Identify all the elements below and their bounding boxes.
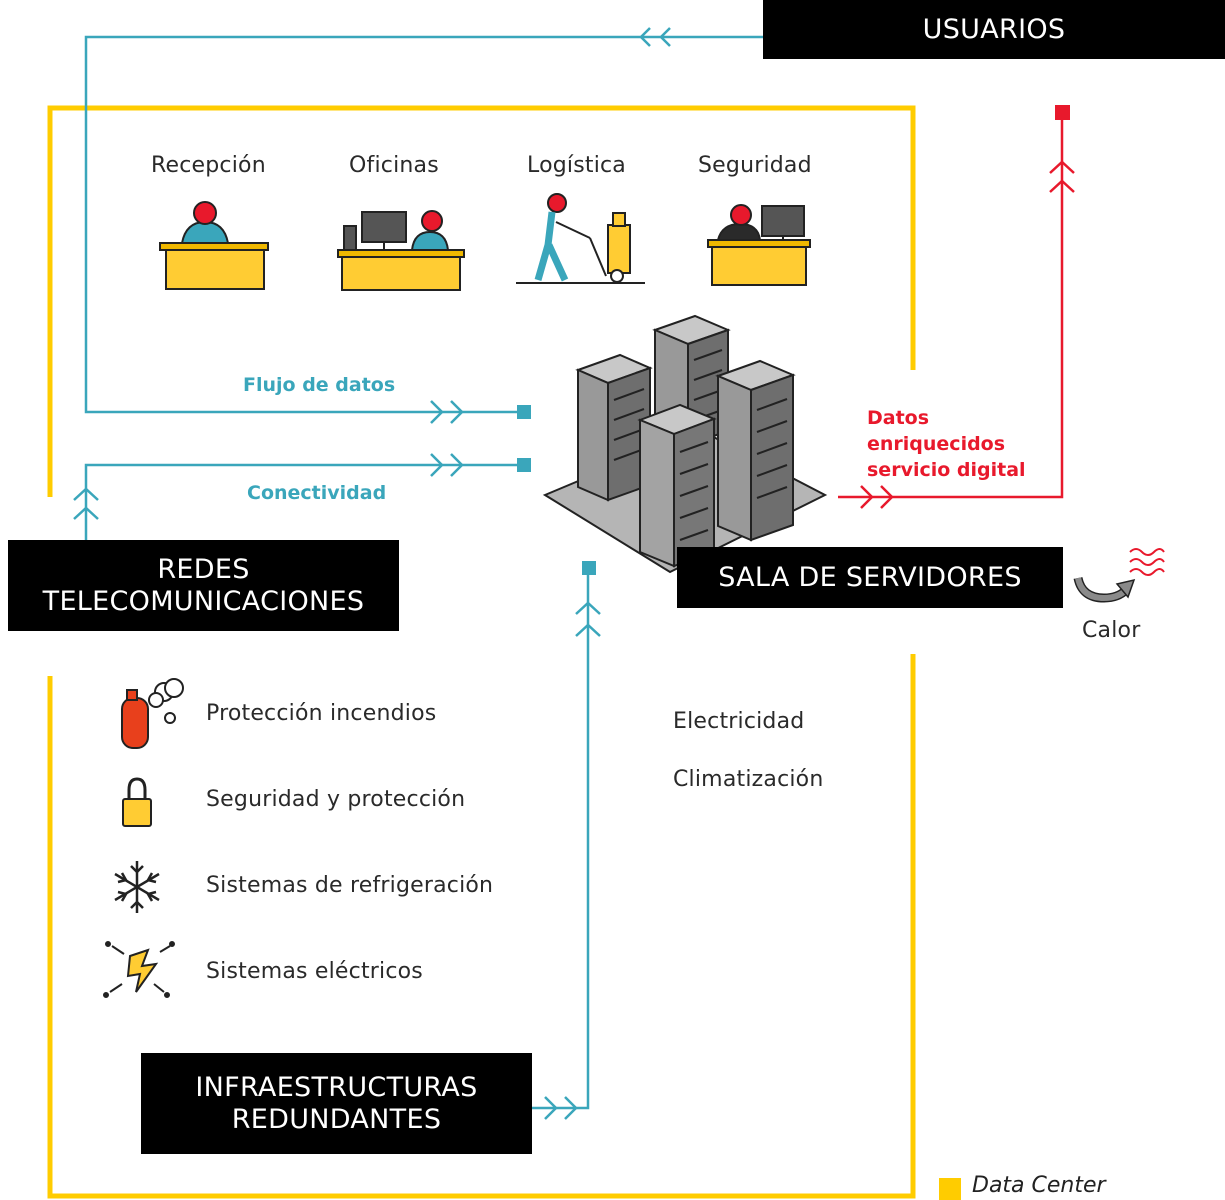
server-rack-icon — [715, 359, 796, 542]
connectivity-label: Conectividad — [247, 482, 387, 504]
digital-output-line — [838, 116, 1064, 499]
infra-label-line2: REDUNDANTES — [231, 1103, 442, 1135]
logistics-illustration — [516, 193, 645, 284]
infra-label-line1: INFRAESTRUCTURAS — [195, 1071, 478, 1103]
infrastructure-line — [532, 570, 590, 1110]
heat-icon — [1073, 548, 1165, 603]
server-rack-icon — [637, 403, 717, 568]
heat-label: Calor — [1082, 618, 1141, 643]
users-label: USUARIOS — [922, 13, 1066, 45]
fire-extinguisher-icon — [121, 678, 184, 749]
infra-item-fire: Protección incendios — [206, 701, 437, 726]
infrastructure-arrows — [544, 601, 601, 1120]
legend-swatch — [939, 1178, 961, 1200]
infra-item-electrical: Sistemas eléctricos — [206, 959, 423, 984]
security-illustration — [707, 204, 811, 286]
digital-output-line3: servicio digital — [867, 459, 1026, 481]
infra-item-cooling: Sistemas de refrigeración — [206, 873, 494, 898]
data-flow-endpoint — [517, 405, 531, 419]
digital-output-label: Datos enriquecidos servicio digital — [867, 405, 1026, 483]
digital-output-arrows — [860, 160, 1075, 509]
users-flow-arrows — [639, 27, 671, 47]
area-label-logistics: Logística — [527, 153, 626, 178]
snowflake-icon — [114, 861, 160, 913]
service-electricity: Electricidad — [673, 709, 805, 734]
data-flow-label: Flujo de datos — [243, 374, 396, 396]
server-room-illustration — [542, 314, 828, 574]
infrastructure-endpoint — [582, 561, 596, 575]
area-label-offices: Oficinas — [349, 153, 439, 178]
users-box: USUARIOS — [763, 0, 1225, 59]
telecom-label-line1: REDES — [157, 553, 250, 585]
data-center-boundary-top — [47, 105, 916, 497]
digital-output-endpoint — [1055, 105, 1070, 120]
legend-label: Data Center — [972, 1173, 1106, 1198]
offices-illustration — [337, 210, 465, 291]
connectivity-endpoint — [517, 458, 531, 472]
padlock-icon — [122, 777, 152, 827]
data-flow-arrows — [430, 400, 464, 424]
telecom-networks-box: REDES TELECOMUNICACIONES — [8, 540, 399, 631]
lightning-icon — [103, 941, 175, 998]
digital-output-line2: enriquecidos — [867, 433, 1006, 455]
reception-illustration — [159, 201, 269, 290]
server-room-box: SALA DE SERVIDORES — [677, 547, 1063, 608]
server-room-label: SALA DE SERVIDORES — [718, 561, 1022, 593]
digital-output-line1: Datos — [867, 407, 930, 429]
infra-item-security: Seguridad y protección — [206, 787, 466, 812]
service-climate: Climatización — [673, 767, 824, 792]
data-center-boundary-bottom — [47, 654, 916, 1199]
area-label-security: Seguridad — [698, 153, 812, 178]
redundant-infrastructure-box: INFRAESTRUCTURAS REDUNDANTES — [141, 1053, 532, 1154]
telecom-label-line2: TELECOMUNICACIONES — [42, 585, 365, 617]
connectivity-line — [84, 463, 525, 540]
users-flow-line — [84, 35, 763, 414]
area-label-reception: Recepción — [151, 153, 266, 178]
connectivity-arrows — [73, 453, 464, 520]
